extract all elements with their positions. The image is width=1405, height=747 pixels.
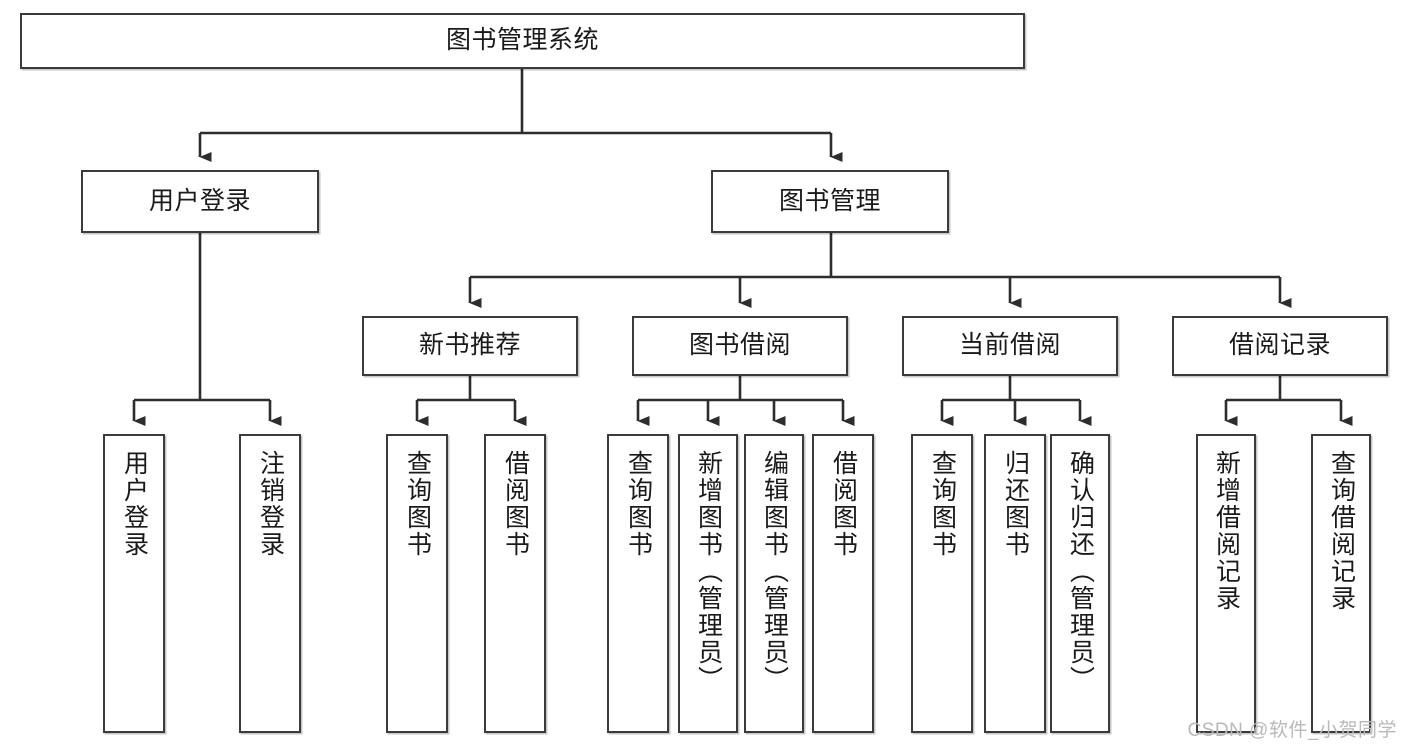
- node-leaf-confirm-return-admin-label: 确认归还（管理员）: [1066, 450, 1095, 693]
- node-leaf-return-book[interactable]: 归还图书: [984, 434, 1046, 733]
- node-root[interactable]: 图书管理系统: [20, 13, 1025, 69]
- node-leaf-user-login[interactable]: 用户登录: [103, 434, 165, 733]
- node-leaf-edit-book-admin[interactable]: 编辑图书（管理员）: [744, 434, 804, 733]
- node-leaf-borrow-book-1[interactable]: 借阅图书: [484, 434, 546, 733]
- node-book-manage-label: 图书管理: [778, 186, 881, 215]
- node-leaf-query-book-2[interactable]: 查询图书: [607, 434, 669, 733]
- node-leaf-borrow-book-1-label: 借阅图书: [501, 450, 530, 558]
- node-leaf-add-borrow-record[interactable]: 新增借阅记录: [1196, 434, 1256, 733]
- node-leaf-user-logout-label: 注销登录: [256, 450, 285, 558]
- node-root-label: 图书管理系统: [445, 26, 599, 55]
- node-leaf-user-logout[interactable]: 注销登录: [239, 434, 301, 733]
- csdn-watermark: CSDN @软件_小贺同学: [1187, 720, 1397, 741]
- node-leaf-add-book-admin[interactable]: 新增图书（管理员）: [678, 434, 738, 733]
- node-leaf-query-borrow-record[interactable]: 查询借阅记录: [1311, 434, 1371, 733]
- node-user-login-label: 用户登录: [148, 186, 251, 215]
- node-new-book-rec[interactable]: 新书推荐: [362, 316, 578, 376]
- node-book-borrow-label: 图书借阅: [688, 331, 791, 360]
- node-leaf-borrow-book-2-label: 借阅图书: [829, 450, 858, 558]
- node-current-borrow[interactable]: 当前借阅: [902, 316, 1118, 376]
- node-leaf-borrow-book-2[interactable]: 借阅图书: [812, 434, 874, 733]
- node-user-login[interactable]: 用户登录: [81, 170, 319, 233]
- node-leaf-user-login-label: 用户登录: [120, 450, 149, 558]
- node-borrow-record-label: 借阅记录: [1228, 331, 1331, 360]
- node-leaf-edit-book-admin-label: 编辑图书（管理员）: [760, 450, 789, 693]
- node-borrow-record[interactable]: 借阅记录: [1172, 316, 1388, 376]
- node-new-book-rec-label: 新书推荐: [418, 331, 521, 360]
- node-leaf-query-book-1[interactable]: 查询图书: [386, 434, 448, 733]
- node-book-borrow[interactable]: 图书借阅: [632, 316, 848, 376]
- node-leaf-query-book-3-label: 查询图书: [928, 450, 957, 558]
- node-leaf-query-book-1-label: 查询图书: [403, 450, 432, 558]
- node-leaf-add-book-admin-label: 新增图书（管理员）: [694, 450, 723, 693]
- node-leaf-add-borrow-record-label: 新增借阅记录: [1212, 450, 1241, 612]
- node-leaf-query-book-2-label: 查询图书: [624, 450, 653, 558]
- node-leaf-query-borrow-record-label: 查询借阅记录: [1327, 450, 1356, 612]
- node-leaf-query-book-3[interactable]: 查询图书: [911, 434, 973, 733]
- node-leaf-return-book-label: 归还图书: [1001, 450, 1030, 558]
- node-leaf-confirm-return-admin[interactable]: 确认归还（管理员）: [1050, 434, 1110, 733]
- node-current-borrow-label: 当前借阅: [958, 331, 1061, 360]
- node-book-manage[interactable]: 图书管理: [711, 170, 949, 233]
